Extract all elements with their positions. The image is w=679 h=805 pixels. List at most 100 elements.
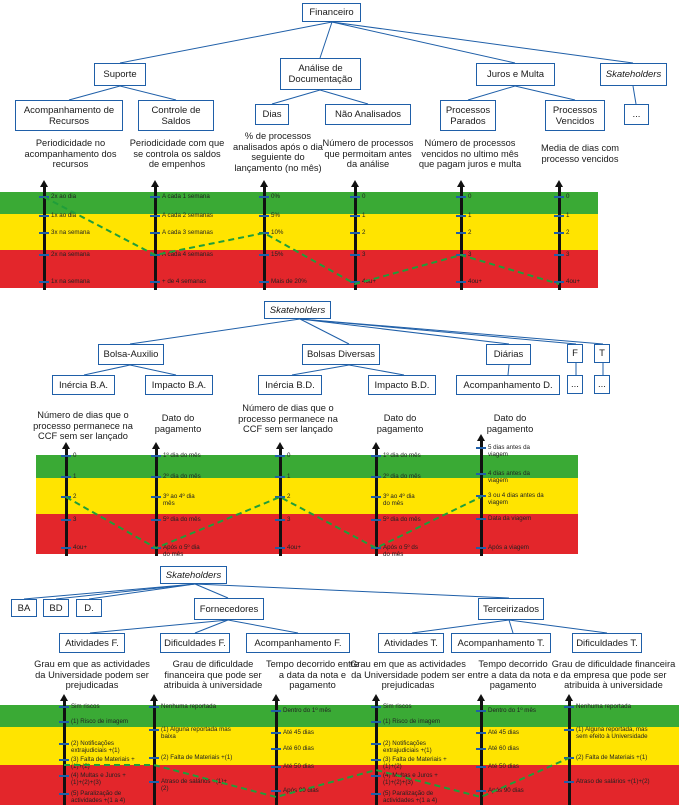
d1-axis-0: [43, 186, 46, 290]
d2-tick: [275, 519, 285, 521]
node-bolsas-diversas: Bolsas Diversas: [302, 344, 380, 365]
d1-tick: [150, 196, 160, 198]
d3-tick: [476, 766, 486, 768]
d3-scale-label: Nenhuma reportada: [161, 703, 217, 710]
d2-scale-label: 4ou+: [287, 544, 301, 551]
d1-tick: [259, 281, 269, 283]
d2-band-red: [36, 514, 578, 554]
node-ba: BA: [11, 599, 37, 617]
d2-tick: [371, 496, 381, 498]
d3-tick: [59, 721, 69, 723]
d2-desc-2: Número de dias que o processo permanece …: [238, 403, 338, 434]
d3-desc-5: Grau de dificuldade financeira da empres…: [551, 659, 676, 690]
node-skateholders-2: Skateholders: [264, 301, 331, 319]
d2-scale-label: 3º ao 4º dia mês: [163, 493, 195, 507]
node-controle-saldos: Controle de Saldos: [138, 100, 214, 131]
d1-scale-label: 4ou+: [362, 278, 376, 285]
d3-scale-label: Até 60 dias: [283, 745, 314, 752]
d1-scale-label: 0: [362, 193, 366, 200]
d3-scale-label: (4) Multas e Juros +(1)+(2)+(3): [383, 772, 438, 786]
d1-scale-label: Mais de 20%: [271, 278, 307, 285]
d1-scale-label: 3: [566, 251, 570, 258]
d1-desc-4: Número de processos vencidos no ultimo m…: [418, 138, 522, 169]
d3-scale-label: Após 90 dias: [488, 787, 524, 794]
d2-scale-label: 0: [73, 452, 77, 459]
d2-axis-arrow-1: [152, 442, 160, 449]
d3-tick: [59, 743, 69, 745]
d1-scale-label: 0: [566, 193, 570, 200]
d3-tick: [59, 793, 69, 795]
d2-tick: [371, 547, 381, 549]
d1-axis-arrow-4: [457, 180, 465, 187]
d1-axis-2: [263, 186, 266, 290]
node-bolsa-auxilio: Bolsa-Auxilio: [98, 344, 164, 365]
d1-axis-arrow-2: [260, 180, 268, 187]
d2-axis-arrow-0: [62, 442, 70, 449]
d3-tick: [271, 710, 281, 712]
d3-scale-label: Até 45 dias: [488, 729, 519, 736]
d1-band-yellow: [0, 214, 598, 250]
d1-tick: [39, 232, 49, 234]
d2-tick: [151, 496, 161, 498]
d1-scale-label: 2: [362, 229, 366, 236]
d2-axis-arrow-4: [477, 434, 485, 441]
d3-axis-4: [480, 700, 483, 805]
node-acompanhamento-d: Acompanhamento D.: [456, 375, 560, 395]
node-acompanhamento-f: Acompanhamento F.: [246, 633, 350, 653]
d3-scale-label: (3) Falta de Materiais +(1)+(2): [71, 756, 135, 770]
d2-axis-3: [375, 448, 378, 556]
d2-tick: [371, 455, 381, 457]
d3-desc-3: Grau em que as actividades da Universida…: [350, 659, 466, 690]
d1-axis-arrow-3: [351, 180, 359, 187]
node-fornecedores: Fornecedores: [194, 598, 264, 620]
d3-scale-label: Até 50 dias: [283, 763, 314, 770]
d2-tick: [476, 473, 486, 475]
d2-tick: [61, 519, 71, 521]
node-more-1: ...: [624, 104, 649, 125]
d1-tick: [554, 281, 564, 283]
d3-band-green: [0, 705, 679, 727]
node-d: D.: [76, 599, 102, 617]
d3-tick: [271, 766, 281, 768]
d2-axis-4: [480, 440, 483, 556]
d2-band-yellow: [36, 478, 578, 514]
node-processos-vencidos: Processos Vencidos: [545, 100, 605, 131]
d2-scale-label: 2: [73, 493, 77, 500]
d2-tick: [371, 476, 381, 478]
d3-desc-0: Grau em que as actividades da Universida…: [34, 659, 150, 690]
d2-tick: [476, 447, 486, 449]
d1-scale-label: 2x na semana: [51, 251, 90, 258]
node-impacto-bd: Impacto B.D.: [368, 375, 436, 395]
d2-scale-label: 3º ao 4º dia do mês: [383, 493, 415, 507]
d3-tick: [371, 743, 381, 745]
d3-scale-label: (5) Paralização de actividades +(1 a 4): [383, 790, 438, 804]
d1-scale-label: 0: [468, 193, 472, 200]
d1-scale-label: 3x na semana: [51, 229, 90, 236]
d3-tick: [149, 729, 159, 731]
d1-tick: [39, 281, 49, 283]
d2-tick: [371, 519, 381, 521]
d1-tick: [259, 232, 269, 234]
d2-tick: [476, 495, 486, 497]
d1-scale-label: 4ou+: [468, 278, 482, 285]
d2-scale-label: 5º dia do mês: [383, 516, 421, 523]
d1-trend-line: [43, 196, 560, 286]
d2-tick: [151, 455, 161, 457]
d3-scale-label: (2) Falta de Materiais +(1): [576, 754, 648, 761]
d3-scale-label: Dentro do 1º mês: [488, 707, 537, 714]
d1-scale-label: 1: [566, 212, 570, 219]
d1-tick: [259, 254, 269, 256]
d1-tick: [259, 196, 269, 198]
d1-scale-label: 10%: [271, 229, 284, 236]
d2-band-green: [36, 455, 578, 478]
d2-scale-label: Após o 5º dia do mês: [163, 544, 200, 558]
d3-axis-arrow-2: [272, 694, 280, 701]
d3-trend-line: [64, 757, 570, 799]
d3-tick: [476, 732, 486, 734]
d3-band-red: [0, 765, 679, 805]
d1-tick: [350, 215, 360, 217]
node-dificuldades-t: Dificuldades T.: [572, 633, 642, 653]
d3-axis-1: [153, 700, 156, 805]
d3-scale-label: Sim riscos: [383, 703, 412, 710]
d3-tick: [149, 706, 159, 708]
